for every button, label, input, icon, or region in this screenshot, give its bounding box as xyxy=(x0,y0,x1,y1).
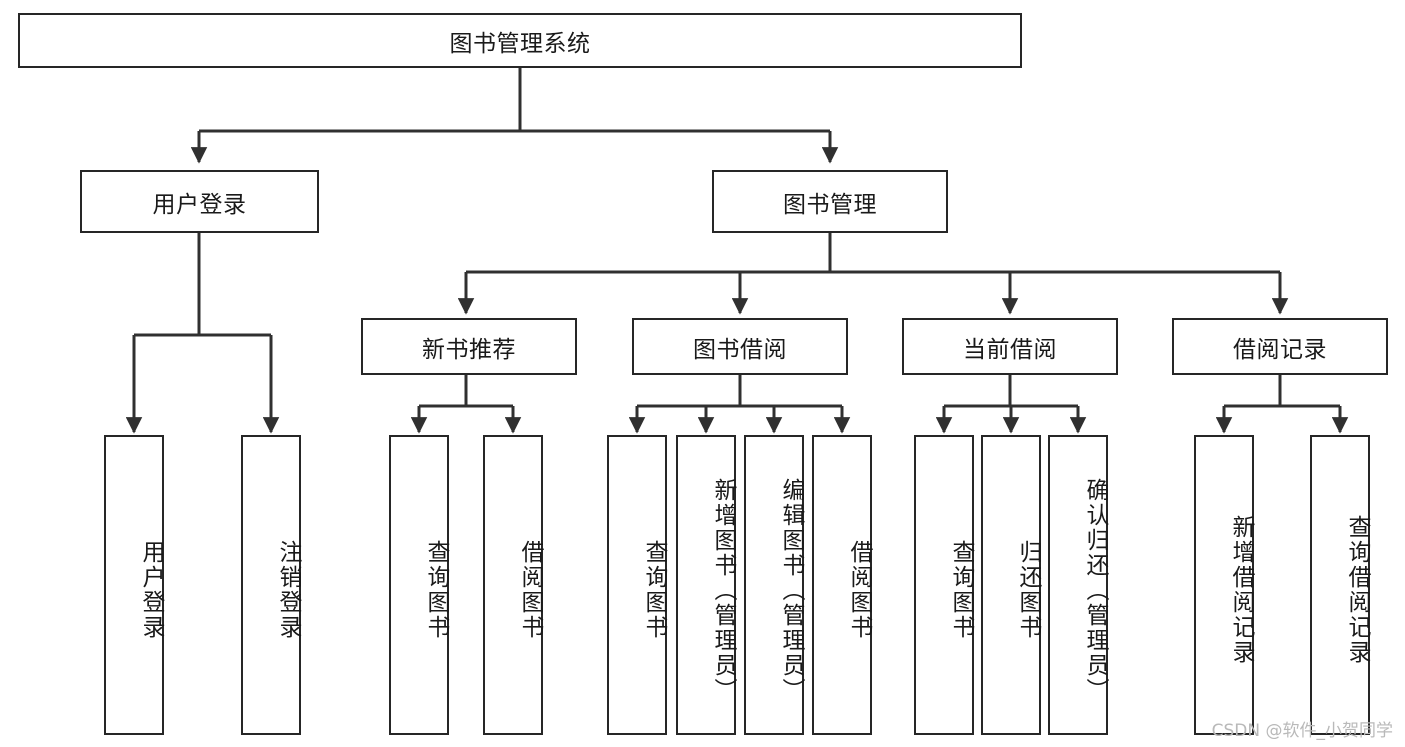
leaf-borrow-edit-book[interactable]: 编辑图书（管理员） xyxy=(744,435,804,735)
leaf-current-query-book-label: 查询图书 xyxy=(948,540,974,640)
leaf-user-login-signout[interactable]: 注销登录 xyxy=(241,435,301,735)
node-borrow-records[interactable]: 借阅记录 xyxy=(1172,318,1388,375)
leaf-user-login-signin-label: 用户登录 xyxy=(138,540,164,640)
node-book-management-label: 图书管理 xyxy=(783,191,877,218)
node-user-login[interactable]: 用户登录 xyxy=(80,170,319,233)
leaf-current-query-book[interactable]: 查询图书 xyxy=(914,435,974,735)
leaf-current-return-book-label: 归还图书 xyxy=(1015,540,1041,640)
leaf-new-book-query[interactable]: 查询图书 xyxy=(389,435,449,735)
node-borrow-records-label: 借阅记录 xyxy=(1233,336,1327,363)
leaf-borrow-borrow-book-label: 借阅图书 xyxy=(846,540,872,640)
leaf-borrow-add-book-label: 新增图书（管理员） xyxy=(710,477,736,703)
node-new-book-recommend-label: 新书推荐 xyxy=(422,336,516,363)
node-new-book-recommend[interactable]: 新书推荐 xyxy=(361,318,577,375)
leaf-borrow-query-book-label: 查询图书 xyxy=(641,540,667,640)
leaf-new-book-borrow-label: 借阅图书 xyxy=(517,540,543,640)
leaf-new-book-borrow[interactable]: 借阅图书 xyxy=(483,435,543,735)
leaf-new-book-query-label: 查询图书 xyxy=(423,540,449,640)
node-root[interactable]: 图书管理系统 xyxy=(18,13,1022,68)
leaf-borrow-edit-book-label: 编辑图书（管理员） xyxy=(778,477,804,703)
leaf-current-confirm-return-label: 确认归还（管理员） xyxy=(1082,477,1108,703)
leaf-records-query-label: 查询借阅记录 xyxy=(1344,515,1370,665)
leaf-user-login-signout-label: 注销登录 xyxy=(275,540,301,640)
node-book-borrow-label: 图书借阅 xyxy=(693,336,787,363)
leaf-records-add[interactable]: 新增借阅记录 xyxy=(1194,435,1254,735)
leaf-borrow-add-book[interactable]: 新增图书（管理员） xyxy=(676,435,736,735)
node-book-management[interactable]: 图书管理 xyxy=(712,170,948,233)
leaf-borrow-query-book[interactable]: 查询图书 xyxy=(607,435,667,735)
leaf-borrow-borrow-book[interactable]: 借阅图书 xyxy=(812,435,872,735)
node-current-borrow-label: 当前借阅 xyxy=(963,336,1057,363)
leaf-records-query[interactable]: 查询借阅记录 xyxy=(1310,435,1370,735)
leaf-current-return-book[interactable]: 归还图书 xyxy=(981,435,1041,735)
leaf-records-add-label: 新增借阅记录 xyxy=(1228,515,1254,665)
watermark-text: CSDN @软件_小贺同学 xyxy=(1211,721,1393,741)
leaf-current-confirm-return[interactable]: 确认归还（管理员） xyxy=(1048,435,1108,735)
node-current-borrow[interactable]: 当前借阅 xyxy=(902,318,1118,375)
node-user-login-label: 用户登录 xyxy=(152,191,247,218)
node-book-borrow[interactable]: 图书借阅 xyxy=(632,318,848,375)
leaf-user-login-signin[interactable]: 用户登录 xyxy=(104,435,164,735)
node-root-label: 图书管理系统 xyxy=(449,30,591,57)
